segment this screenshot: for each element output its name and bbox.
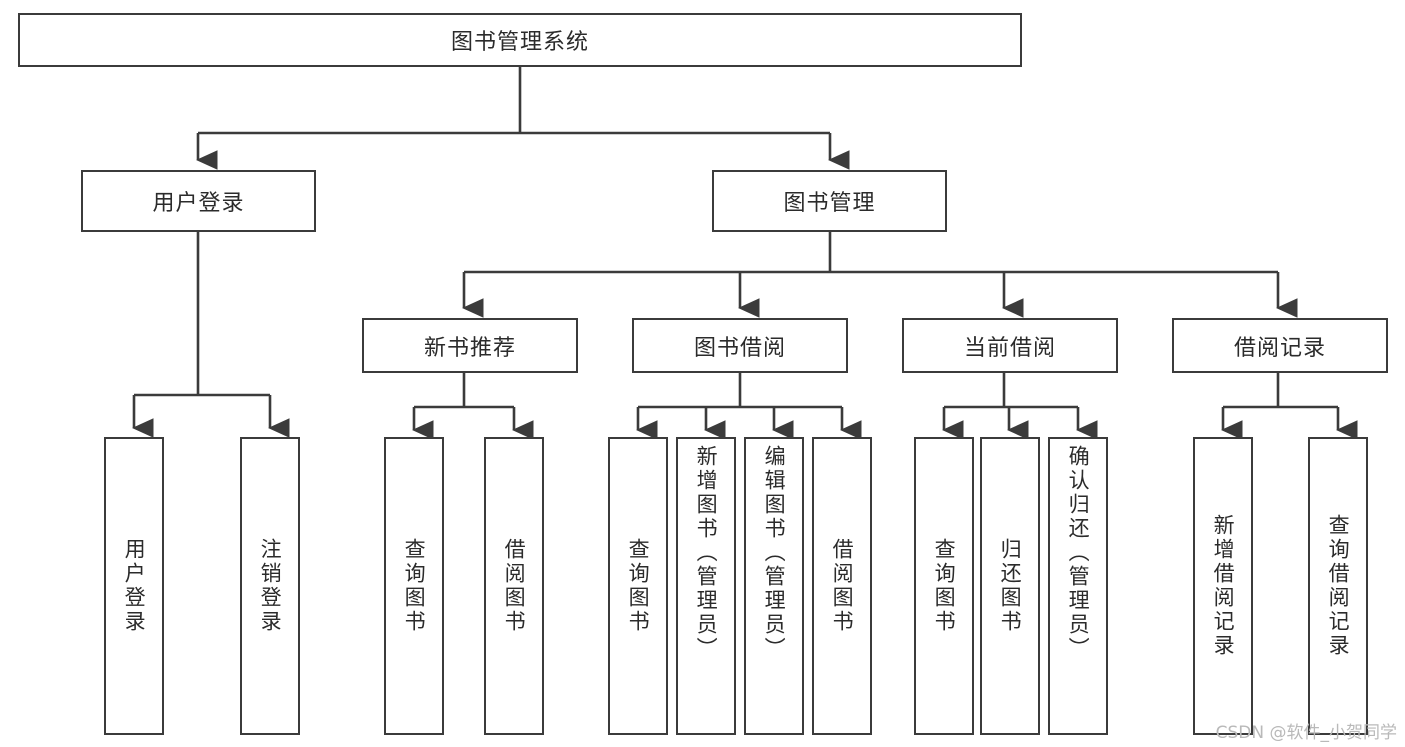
leaf-label: 借阅图书	[502, 538, 527, 634]
leaf-book-borrow-borrow[interactable]: 借阅图书	[812, 437, 872, 735]
node-label: 当前借阅	[963, 335, 1056, 361]
leaf-new-book-query[interactable]: 查询图书	[384, 437, 444, 735]
node-current-borrow[interactable]: 当前借阅	[902, 318, 1118, 373]
leaf-label: 注销登录	[258, 538, 283, 634]
leaf-book-borrow-query[interactable]: 查询图书	[608, 437, 668, 735]
leaf-user-login-login[interactable]: 用户登录	[104, 437, 164, 735]
node-user-login[interactable]: 用户登录	[81, 170, 316, 232]
leaf-label: 查询图书	[402, 538, 427, 634]
node-root-system[interactable]: 图书管理系统	[18, 13, 1022, 67]
node-label: 新书推荐	[423, 335, 516, 361]
node-label: 图书管理	[783, 191, 876, 216]
leaf-book-borrow-edit[interactable]: 编辑图书（管理员）	[744, 437, 804, 735]
node-new-book-recommend[interactable]: 新书推荐	[362, 318, 578, 373]
leaf-label: 查询图书	[626, 538, 651, 634]
leaf-label: 借阅图书	[830, 538, 855, 634]
leaf-label: 编辑图书（管理员）	[762, 445, 787, 661]
leaf-new-book-borrow[interactable]: 借阅图书	[484, 437, 544, 735]
node-borrow-record[interactable]: 借阅记录	[1172, 318, 1388, 373]
node-book-borrow[interactable]: 图书借阅	[632, 318, 848, 373]
leaf-label: 查询图书	[932, 538, 957, 634]
leaf-borrow-record-query[interactable]: 查询借阅记录	[1308, 437, 1368, 735]
watermark-text: CSDN @软件_小贺同学	[1215, 723, 1397, 743]
leaf-label: 归还图书	[998, 538, 1023, 634]
node-label: 图书管理系统	[450, 30, 589, 55]
leaf-borrow-record-add[interactable]: 新增借阅记录	[1193, 437, 1253, 735]
node-label: 借阅记录	[1233, 335, 1326, 361]
leaf-label: 新增借阅记录	[1211, 514, 1236, 658]
leaf-current-borrow-query[interactable]: 查询图书	[914, 437, 974, 735]
leaf-current-borrow-return[interactable]: 归还图书	[980, 437, 1040, 735]
leaf-current-borrow-confirm[interactable]: 确认归还（管理员）	[1048, 437, 1108, 735]
leaf-label: 用户登录	[122, 538, 147, 634]
node-label: 用户登录	[152, 191, 245, 216]
leaf-label: 查询借阅记录	[1326, 514, 1351, 658]
node-book-manage[interactable]: 图书管理	[712, 170, 947, 232]
leaf-label: 新增图书（管理员）	[694, 445, 719, 661]
leaf-book-borrow-add[interactable]: 新增图书（管理员）	[676, 437, 736, 735]
leaf-user-login-logout[interactable]: 注销登录	[240, 437, 300, 735]
node-label: 图书借阅	[693, 335, 786, 361]
leaf-label: 确认归还（管理员）	[1066, 445, 1091, 661]
